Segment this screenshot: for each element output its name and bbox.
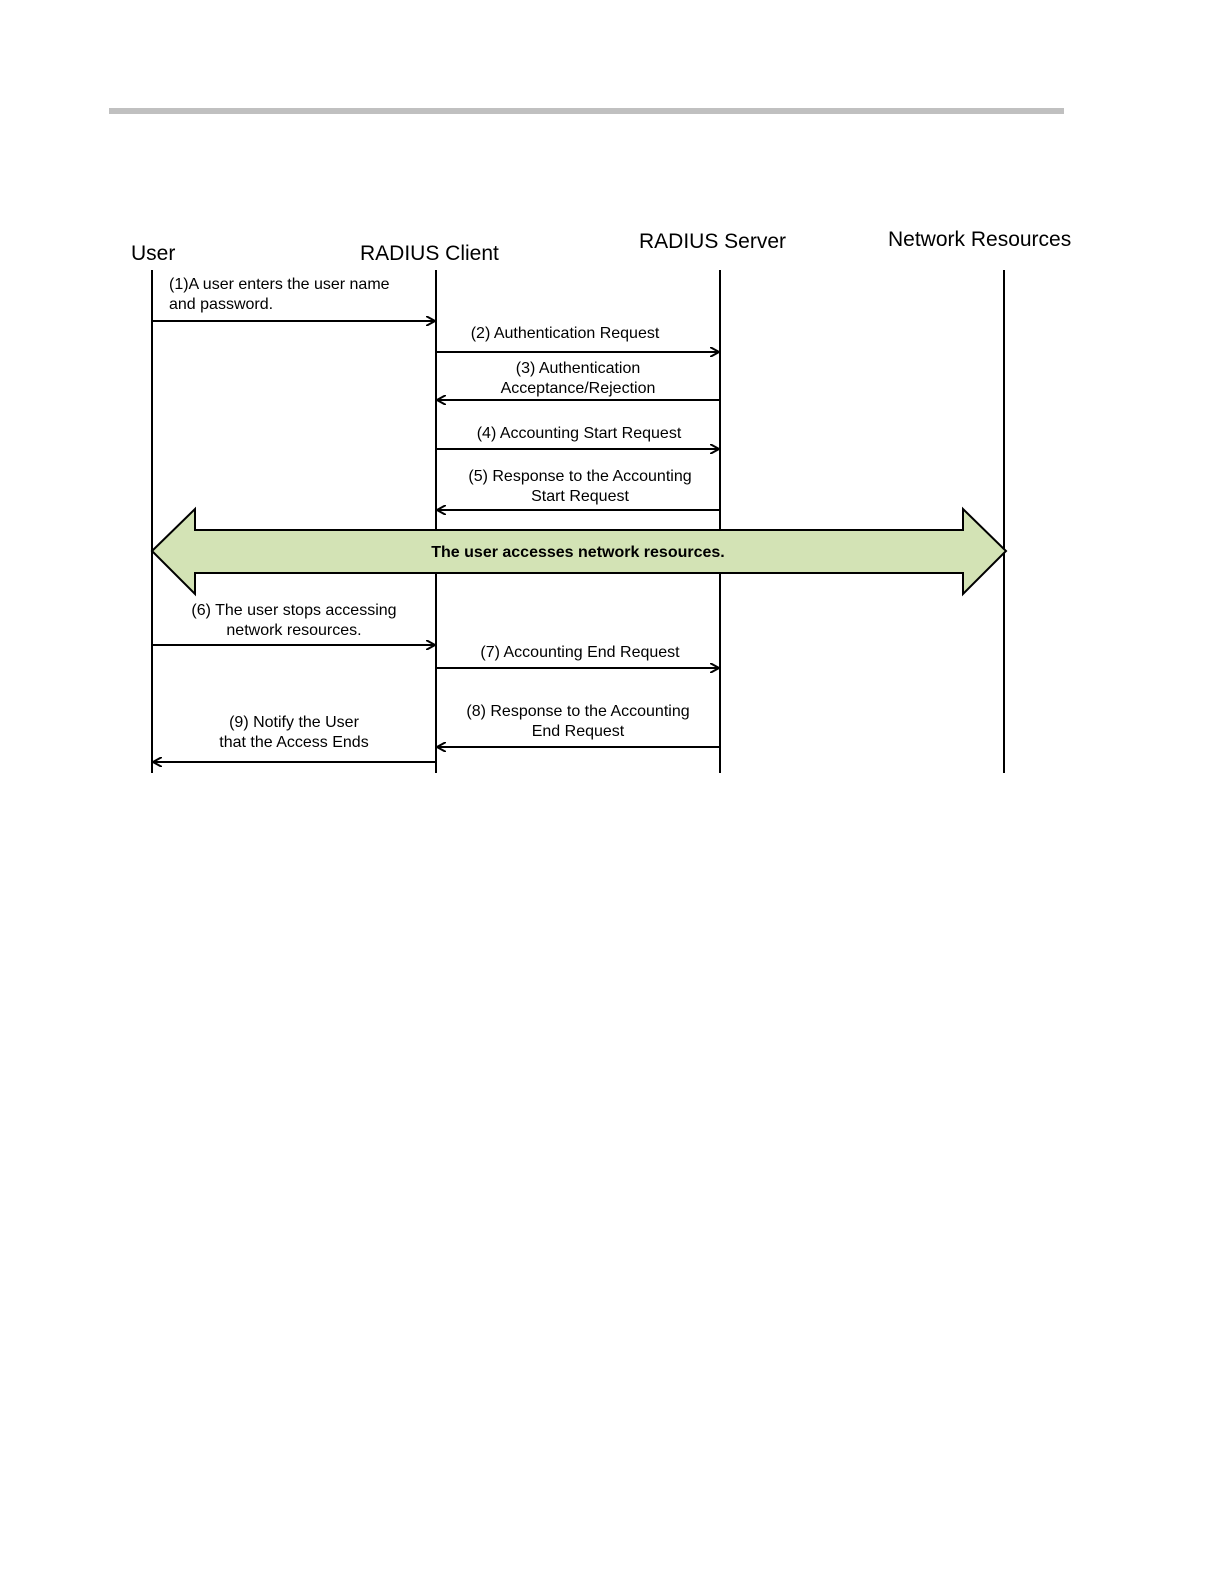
access-band-arrow: [150, 506, 1008, 597]
message-2-label: (2) Authentication Request: [471, 325, 660, 342]
message-4-label: (4) Accounting Start Request: [477, 425, 682, 442]
message-9-label-line2: that the Access Ends: [219, 734, 368, 751]
entity-radius-server: RADIUS Server: [639, 230, 786, 253]
entity-radius-client: RADIUS Client: [360, 242, 499, 265]
message-1-label-line1: (1)A user enters the user name: [169, 276, 390, 293]
message-3-label-line1: (3) Authentication: [516, 360, 641, 377]
message-9-label-line1: (9) Notify the User: [229, 714, 359, 731]
message-3-label-line2: Acceptance/Rejection: [501, 380, 656, 397]
message-1-label-line2: and password.: [169, 296, 273, 313]
entity-user: User: [131, 242, 175, 265]
message-5-label-line1: (5) Response to the Accounting: [468, 468, 691, 485]
entity-network-resources: Network Resources: [888, 228, 1071, 251]
message-8-label-line1: (8) Response to the Accounting: [466, 703, 689, 720]
message-5-label-line2: Start Request: [531, 488, 629, 505]
page-header-rule: [109, 108, 1064, 114]
access-band-label: The user accesses network resources.: [431, 544, 725, 561]
message-7-label: (7) Accounting End Request: [480, 644, 680, 661]
message-6-label-line2: network resources.: [226, 622, 361, 639]
message-8-label-line2: End Request: [532, 723, 625, 740]
message-6-label-line1: (6) The user stops accessing: [191, 602, 396, 619]
